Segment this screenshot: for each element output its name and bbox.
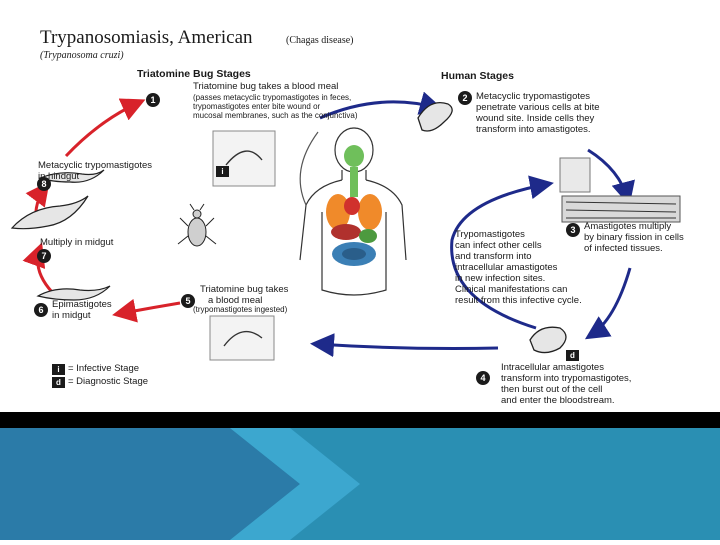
- legend-infective-badge: i: [52, 364, 65, 375]
- footer-light-chevron: [230, 428, 360, 540]
- black-divider-bar: [0, 412, 720, 428]
- inset-step5-blood-meal: [209, 315, 275, 361]
- footer-shapes: [0, 428, 720, 540]
- diagnostic-stage-badge-step4: d: [566, 350, 579, 361]
- arrow-3-to-4: [584, 267, 632, 340]
- step-2-line-1: Metacyclic trypomastigotes: [476, 91, 591, 102]
- step-1-line-4: mucosal membranes, such as the conjuncti…: [193, 111, 358, 120]
- parasite-sketches-bug-side: [10, 169, 111, 301]
- multiply-midgut-sketch: [10, 195, 89, 230]
- title-main: Trypanosomiasis, American: [40, 27, 253, 48]
- center-note-line-4: intracellular amastigotes: [455, 262, 558, 273]
- internal-organs: [326, 145, 382, 266]
- center-note-line-2: can infect other cells: [455, 240, 542, 251]
- step-5-line-3: (trypomastigotes ingested): [193, 305, 288, 314]
- step-2-line-2: penetrate various cells at bite: [476, 102, 600, 113]
- inset-images: [209, 130, 681, 361]
- step-1-number: 1: [146, 93, 160, 107]
- epimastigote-sketch: [36, 285, 111, 301]
- inset-step3-tissue: [559, 157, 591, 193]
- inset-step1-bite: [212, 130, 276, 187]
- step-2-line-4: transform into amastigotes.: [476, 124, 591, 135]
- arrow-5-to-6: [112, 298, 181, 323]
- center-note-line-1: Trypomastigotes: [455, 229, 525, 240]
- decorative-footer: [0, 428, 720, 540]
- legend-infective-text: = Infective Stage: [68, 363, 140, 374]
- metacyclic-trypomastigote-sketch: [38, 169, 105, 183]
- step-5-number: 5: [181, 294, 195, 308]
- step-7-line-1: Multiply in midgut: [40, 237, 114, 248]
- step4-amastigote-sketch: [529, 326, 567, 354]
- step-4-line-1: Intracellular amastigotes: [501, 362, 604, 373]
- infective-stage-badge-step1: i: [216, 166, 229, 177]
- center-note-line-3: and transform into: [455, 251, 532, 262]
- arrow-inner-reinfect: [450, 175, 554, 330]
- triatomine-bug-illustration: [177, 203, 217, 247]
- step-4-line-4: and enter the bloodstream.: [501, 395, 615, 406]
- legend-diagnostic-badge: d: [52, 377, 65, 388]
- header-human-stages: Human Stages: [441, 70, 514, 82]
- step-7-number: 7: [37, 249, 51, 263]
- step-4-number: 4: [476, 371, 490, 385]
- step-1-line-3: trypomastigotes enter bite wound or: [193, 102, 321, 111]
- arrow-2-to-3: [587, 148, 635, 206]
- step-4-line-3: then burst out of the cell: [501, 384, 603, 395]
- title-species: (Trypanosoma cruzi): [40, 50, 124, 61]
- center-note-line-7: result from this infective cycle.: [455, 295, 582, 306]
- step-2-line-3: wound site. Inside cells they: [476, 113, 595, 124]
- step-6-line-2: in midgut: [52, 310, 91, 321]
- step-8-line-1: Metacyclic trypomastigotes: [38, 160, 153, 171]
- step-3-line-2: by binary fission in cells: [584, 232, 684, 243]
- step-2-number: 2: [458, 91, 472, 105]
- legend-diagnostic-text: = Diagnostic Stage: [68, 376, 149, 387]
- header-bug-stages: Triatomine Bug Stages: [137, 68, 251, 80]
- center-note-line-5: in new infection sites.: [455, 273, 546, 284]
- step-3-number: 3: [566, 223, 580, 237]
- step-1-line-1: Triatomine bug takes a blood meal: [193, 81, 339, 92]
- step-1-line-2: (passes metacyclic trypomastigotes in fe…: [193, 93, 352, 102]
- step-8-line-2: in hindgut: [38, 171, 80, 182]
- arrow-top-right: [319, 91, 444, 120]
- footer-dark-panel: [0, 428, 300, 540]
- step-5-line-2: a blood meal: [208, 295, 263, 306]
- step-6-number: 6: [34, 303, 48, 317]
- step-6-line-1: Epimastigotes: [52, 299, 112, 310]
- step-3-line-1: Amastigotes multiply: [584, 221, 672, 232]
- title-paren: (Chagas disease): [286, 35, 354, 46]
- step-5-line-1: Triatomine bug takes: [200, 284, 289, 295]
- parasite-sketches-human-side: [417, 101, 567, 354]
- arrow-4-to-5: [310, 333, 499, 358]
- step2-trypomastigote-sketch: [417, 101, 453, 132]
- lifecycle-diagram: [10, 91, 681, 361]
- step-8-number: 8: [37, 177, 51, 191]
- arrow-8-to-1: [64, 98, 146, 158]
- step-3-line-3: of infected tissues.: [584, 243, 663, 254]
- step-4-line-2: transform into trypomastigotes,: [501, 373, 632, 384]
- center-note-line-6: Clinical manifestations can: [455, 284, 568, 295]
- blue-arrows: [310, 91, 635, 358]
